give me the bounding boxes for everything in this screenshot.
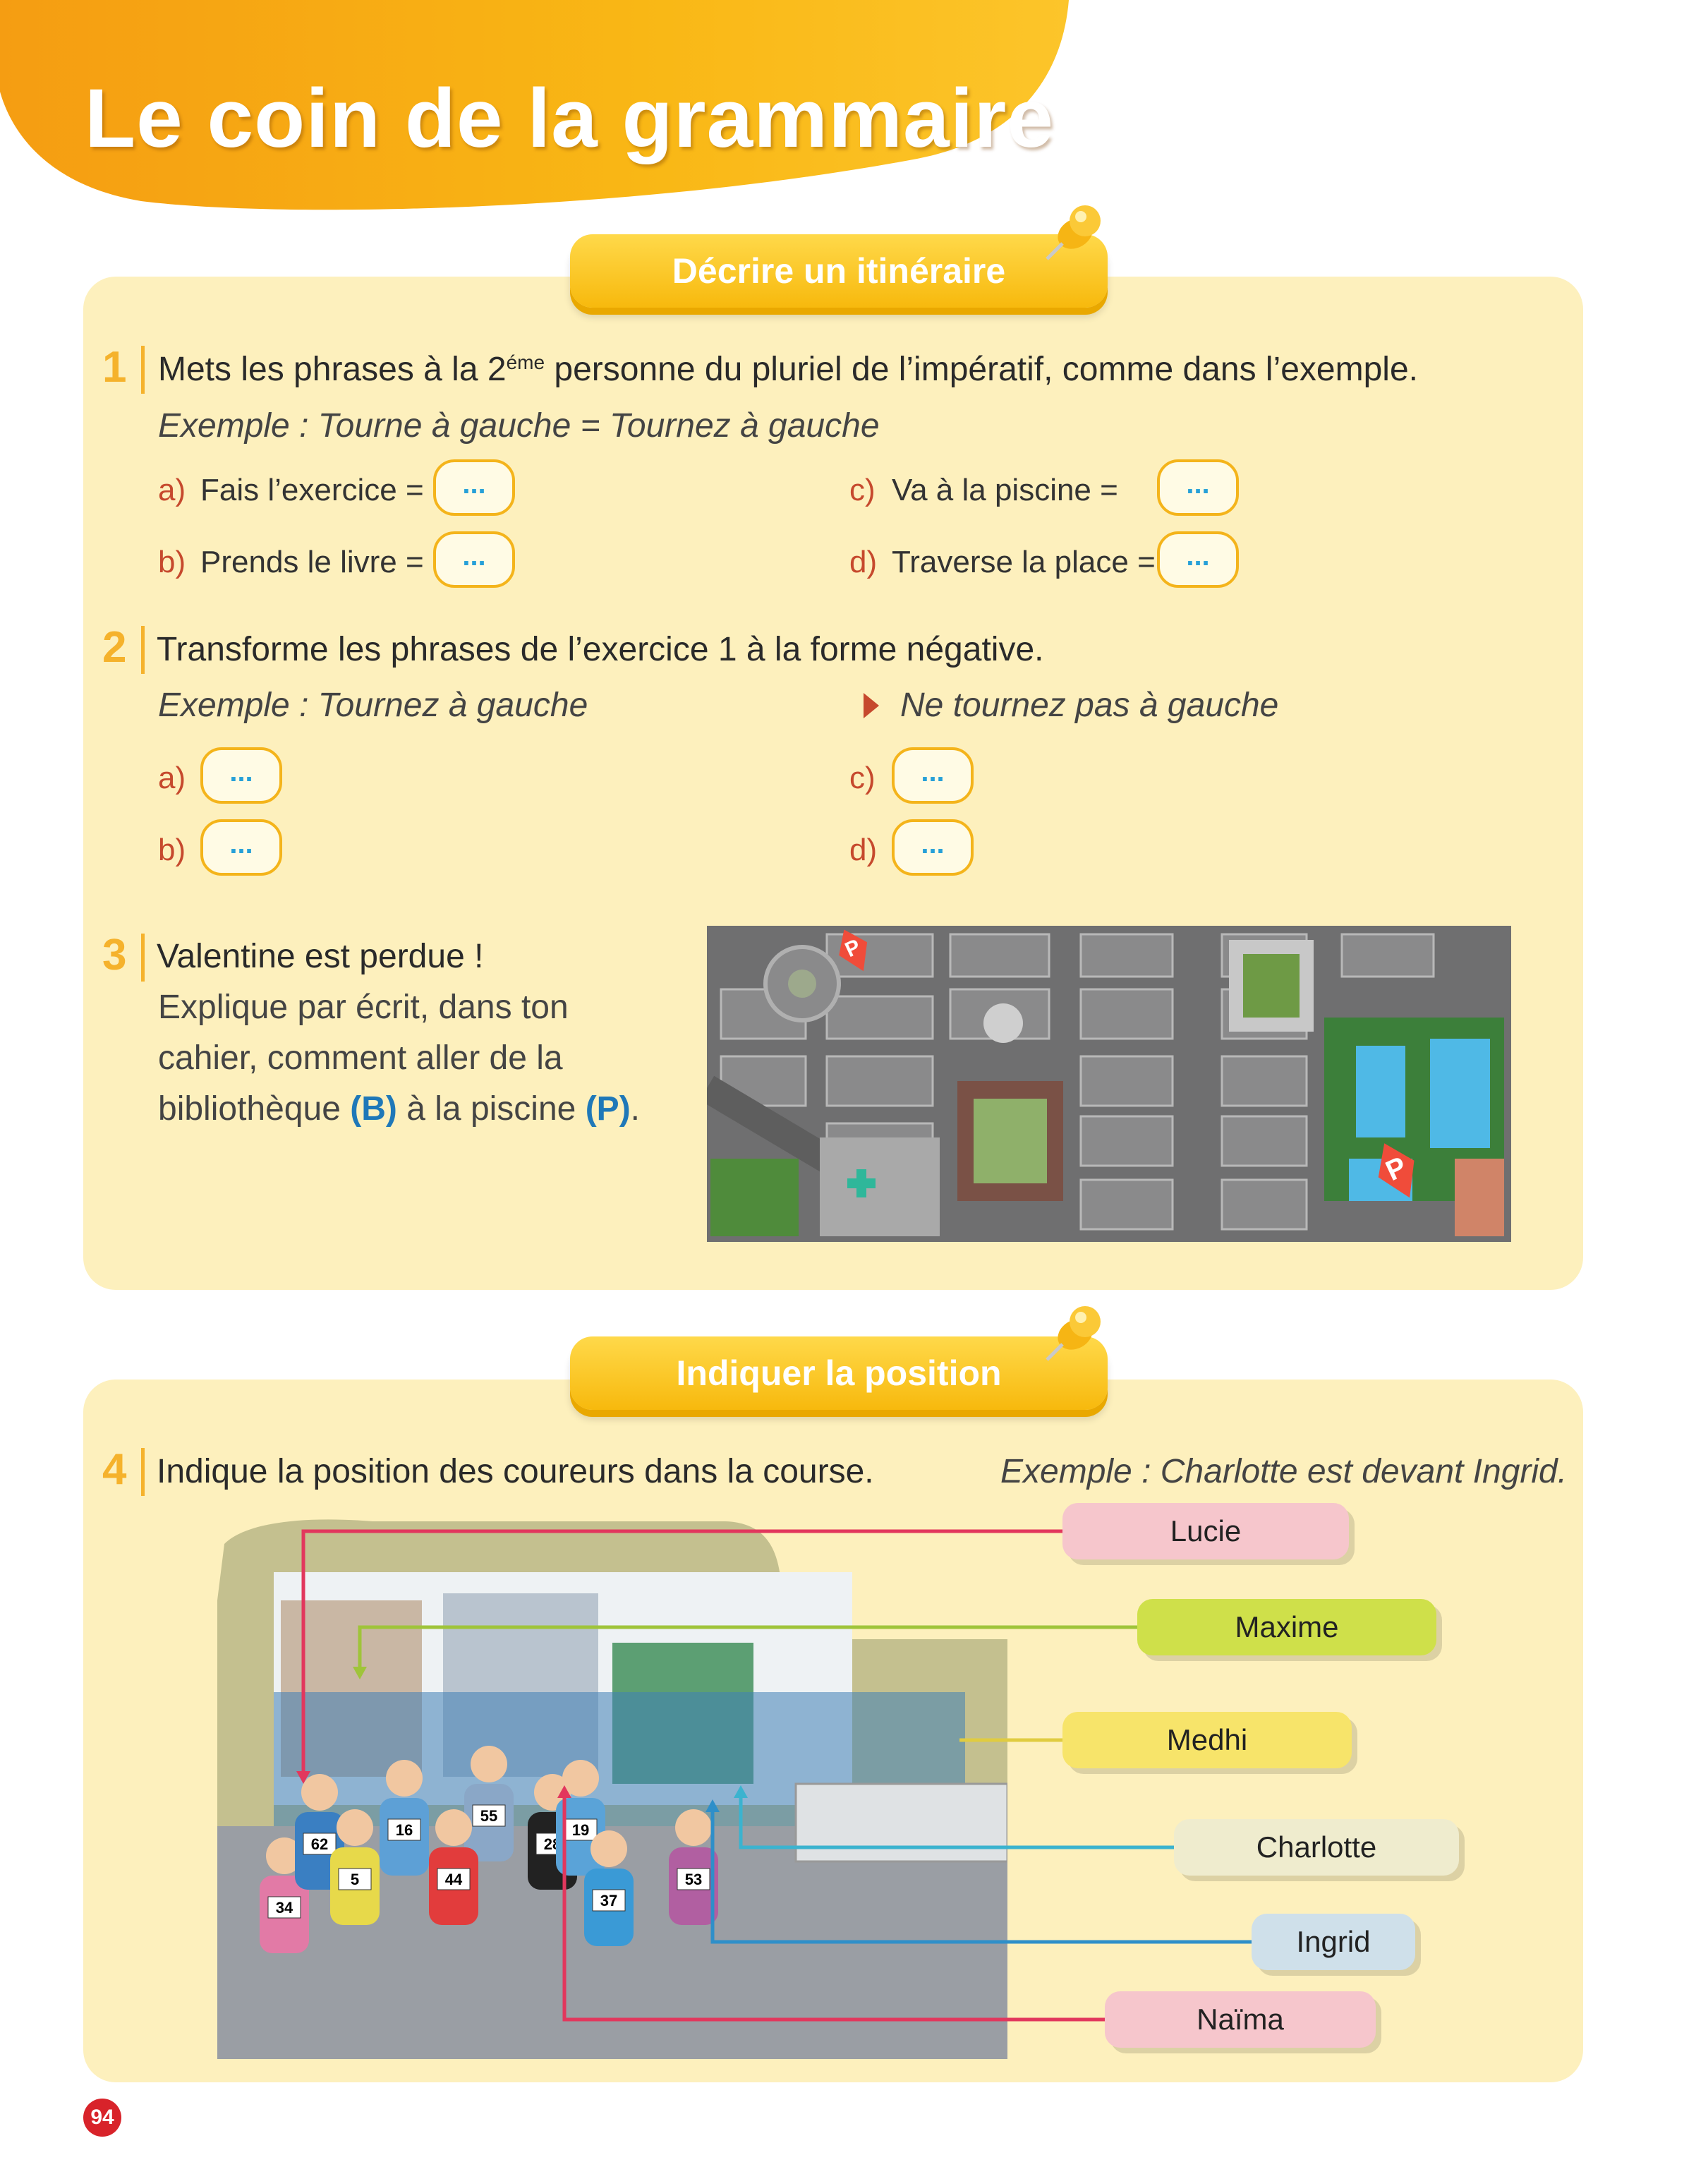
exercise-divider bbox=[141, 934, 145, 982]
exercise-2-example-answer: Ne tournez pas à gauche bbox=[900, 687, 1279, 724]
exercise-3-title: Valentine est perdue ! bbox=[157, 938, 484, 975]
answer-field[interactable]: ... bbox=[1157, 531, 1239, 588]
runner-bib bbox=[303, 1833, 337, 1855]
city-map-image: P P bbox=[707, 926, 1511, 1242]
runner-bib-number: 5 bbox=[351, 1871, 359, 1888]
item-letter: d) bbox=[849, 545, 878, 579]
exercise-4-example: Exemple : Charlotte est devant Ingrid. bbox=[1000, 1453, 1568, 1490]
exercise-3-line: Explique par écrit, dans ton bbox=[158, 989, 569, 1026]
pushpin-icon bbox=[1046, 1306, 1101, 1361]
exercise-2-example: Exemple : Tournez à gauche bbox=[158, 687, 588, 724]
exercise-1-example: Exemple : Tourne à gauche = Tournez à ga… bbox=[158, 407, 880, 445]
page-number: 94 bbox=[83, 2099, 121, 2137]
answer-field[interactable]: ... bbox=[200, 747, 282, 804]
exercise-divider bbox=[141, 346, 145, 394]
runner-head bbox=[471, 1746, 507, 1782]
runner-name-tag: Naïma bbox=[1105, 1991, 1376, 2048]
exercise-number: 2 bbox=[102, 623, 127, 672]
runner-head bbox=[386, 1760, 423, 1797]
page-title: Le coin de la grammaire bbox=[85, 72, 1054, 165]
answer-field[interactable]: ... bbox=[433, 531, 515, 588]
runner-bib-number: 55 bbox=[480, 1807, 497, 1825]
section-title-position: Indiquer la position bbox=[570, 1336, 1108, 1410]
runner-name-tag: Medhi bbox=[1062, 1712, 1352, 1768]
runner-head bbox=[266, 1837, 303, 1874]
runner-head bbox=[301, 1774, 338, 1811]
item-letter: a) bbox=[158, 761, 186, 795]
exercise-1-instruction: Mets les phrases à la 2éme personne du p… bbox=[158, 351, 1418, 388]
exercise-number: 3 bbox=[102, 931, 127, 979]
runner-bib bbox=[472, 1804, 506, 1827]
exercise-4-instruction: Indique la position des coureurs dans la… bbox=[157, 1453, 874, 1490]
runner-bib-number: 53 bbox=[685, 1871, 702, 1888]
exercise-number: 4 bbox=[102, 1445, 127, 1494]
exercise-divider bbox=[141, 626, 145, 674]
runner-bib-number: 19 bbox=[572, 1821, 589, 1839]
answer-field[interactable]: ... bbox=[200, 819, 282, 876]
answer-field[interactable]: ... bbox=[433, 459, 515, 516]
exercise-number: 1 bbox=[102, 343, 127, 392]
answer-field[interactable]: ... bbox=[892, 747, 974, 804]
runner-head bbox=[675, 1809, 712, 1846]
item-letter: d) bbox=[849, 833, 878, 867]
exercise-2-instruction: Transforme les phrases de l’exercice 1 à… bbox=[157, 631, 1044, 668]
runner-name-tag: Lucie bbox=[1062, 1503, 1349, 1559]
item-text: Traverse la place = bbox=[892, 545, 1156, 579]
item-letter: c) bbox=[849, 761, 876, 795]
runner-head bbox=[562, 1760, 599, 1797]
runner-head bbox=[435, 1809, 472, 1846]
runner-bib bbox=[267, 1896, 301, 1919]
runner-head bbox=[337, 1809, 373, 1846]
item-text: Fais l’exercice = bbox=[200, 473, 424, 507]
item-text: Va à la piscine = bbox=[892, 473, 1118, 507]
runner-name-tag: Maxime bbox=[1137, 1599, 1436, 1655]
runner-name-tag: Ingrid bbox=[1252, 1914, 1415, 1970]
exercise-3-line: cahier, comment aller de la bbox=[158, 1039, 563, 1077]
item-letter: a) bbox=[158, 473, 186, 507]
item-letter: b) bbox=[158, 833, 186, 867]
section-title-itineraire: Décrire un itinéraire bbox=[570, 234, 1108, 308]
exercise-divider bbox=[141, 1448, 145, 1496]
answer-field[interactable]: ... bbox=[892, 819, 974, 876]
runner-bib-number: 62 bbox=[311, 1835, 328, 1853]
item-text: Prends le livre = bbox=[200, 545, 424, 579]
answer-field[interactable]: ... bbox=[1157, 459, 1239, 516]
item-letter: b) bbox=[158, 545, 186, 579]
title-banner: Le coin de la grammaire bbox=[0, 0, 1072, 212]
runner-bib bbox=[338, 1868, 372, 1890]
item-letter: c) bbox=[849, 473, 876, 507]
runner-name-tag: Charlotte bbox=[1174, 1819, 1459, 1876]
arrow-right-icon bbox=[864, 693, 879, 718]
runner-bib bbox=[387, 1818, 421, 1841]
runner-bib-number: 37 bbox=[600, 1892, 617, 1909]
runner-bib-number: 34 bbox=[276, 1899, 293, 1917]
exercise-3-line: bibliothèque (B) à la piscine (P). bbox=[158, 1090, 641, 1128]
runner-head bbox=[590, 1830, 627, 1867]
runner-bib bbox=[437, 1868, 471, 1890]
runner-bib-number: 44 bbox=[445, 1871, 463, 1888]
runner-bib-number: 16 bbox=[396, 1821, 413, 1839]
pushpin-icon bbox=[1046, 205, 1101, 260]
